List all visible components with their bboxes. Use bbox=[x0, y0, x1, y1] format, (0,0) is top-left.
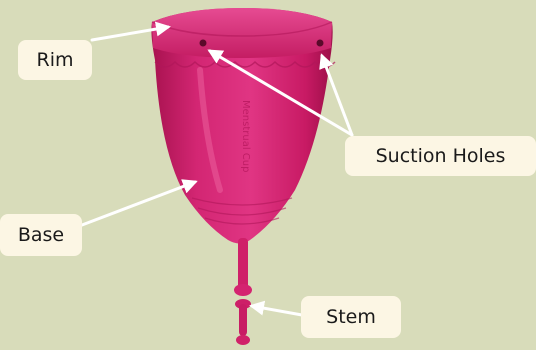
stem-label: Stem bbox=[301, 296, 401, 338]
suction-hole-left bbox=[200, 40, 207, 47]
menstrual-cup: Menstrual Cup bbox=[151, 8, 335, 345]
stem-arrow bbox=[252, 306, 302, 315]
rim-label: Rim bbox=[18, 40, 92, 80]
cup-stem bbox=[234, 238, 252, 345]
base-arrow bbox=[82, 182, 195, 225]
suction-arrow-right bbox=[322, 56, 352, 135]
suction-holes-label: Suction Holes bbox=[345, 136, 536, 176]
cup-rim bbox=[152, 8, 332, 58]
suction-hole-right bbox=[317, 40, 324, 47]
embossed-brand-text: Menstrual Cup bbox=[240, 100, 251, 172]
base-label: Base bbox=[0, 214, 82, 256]
